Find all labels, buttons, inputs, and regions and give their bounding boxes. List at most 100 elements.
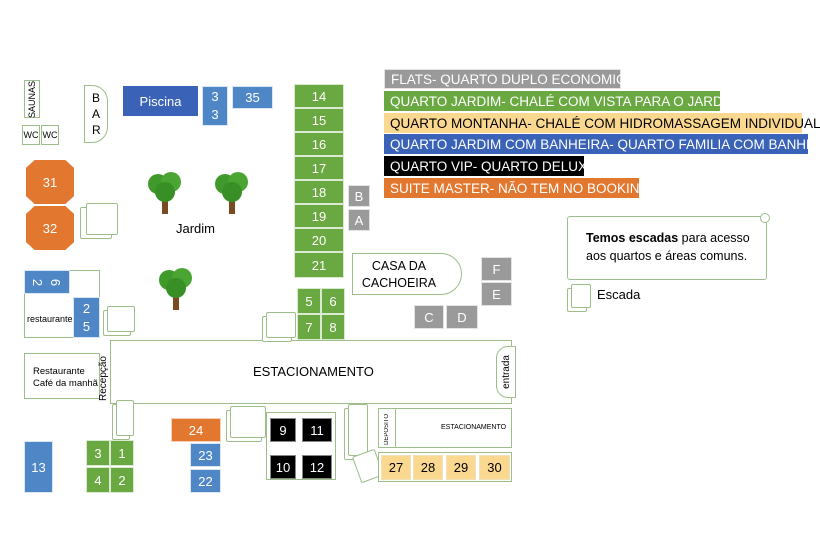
entrada: entrada [496, 346, 516, 398]
room-25-2: 2 [82, 300, 91, 316]
room-7-label: 7 [305, 319, 313, 335]
estacionamento-label: ESTACIONAMENTO [253, 364, 374, 379]
stairs-note-rest: para acesso aos quartos e áreas comuns. [586, 231, 750, 263]
deposito-label: DEPOSITO [384, 413, 390, 445]
piscina: Piscina [123, 86, 198, 116]
room-13-label: 13 [31, 459, 46, 475]
estacionamento-area: ESTACIONAMENTO [110, 340, 512, 404]
room-27: 27 [381, 455, 411, 480]
legend-quarto-montanha: QUARTO MONTANHA- CHALÉ COM HIDROMASSAGEM… [384, 113, 820, 133]
room-28-label: 28 [420, 460, 436, 475]
piscina-label: Piscina [139, 93, 182, 109]
room-19: 19 [294, 204, 344, 228]
room-f: F [481, 257, 512, 281]
legend-quarto-jardim: QUARTO JARDIM- CHALÉ COM VISTA PARA O JA… [384, 91, 738, 111]
legend-quarto-jardim-label: QUARTO JARDIM- CHALÉ COM VISTA PARA O JA… [390, 93, 738, 109]
casa-da-cachoeira: CASA DA CACHOEIRA [352, 253, 462, 295]
room-20-label: 20 [311, 232, 327, 248]
room-26-6: 6 [48, 278, 64, 286]
stairs-icon-back [230, 406, 266, 438]
deposito-divider [395, 409, 396, 447]
room-13: 13 [24, 441, 53, 493]
room-3-label: 3 [94, 445, 102, 461]
room-21-label: 21 [311, 257, 327, 273]
room-35-label: 35 [245, 90, 260, 105]
room-24: 24 [171, 418, 221, 442]
restaurante-cafe: Restaurante Café da manhã [24, 353, 100, 399]
stairs-icon-back [116, 400, 134, 436]
room-23-label: 23 [198, 447, 213, 463]
saunas: SAUNAS [24, 80, 40, 118]
room-31: 31 [26, 160, 74, 204]
room-17-label: 17 [311, 160, 327, 176]
room-f-label: F [492, 261, 501, 277]
room-18-label: 18 [311, 184, 327, 200]
estacionamento-small-label: ESTACIONAMENTO [441, 424, 507, 431]
deposito: DEPOSITO [381, 411, 393, 447]
room-19-label: 19 [311, 208, 327, 224]
legend-quarto-vip-label: QUARTO VIP- QUARTO DELUXE [390, 158, 597, 174]
room-28: 28 [413, 455, 443, 480]
tree-icon [215, 172, 248, 214]
room-17: 17 [294, 156, 344, 180]
stairs-note-bold: Temos escadas [586, 231, 679, 245]
room-32-label: 32 [42, 220, 58, 236]
room-27-label: 27 [388, 460, 404, 475]
stairs-note-text: Temos escadas para acesso aos quartos e … [586, 229, 762, 265]
legend-quarto-jardim-banheira: QUARTO JARDIM COM BANHEIRA- QUARTO FAMIL… [384, 134, 808, 154]
room-26-2: 2 [30, 278, 46, 286]
room-1-label: 1 [118, 445, 126, 461]
room-9: 9 [270, 418, 296, 442]
room-14-label: 14 [311, 88, 327, 104]
legend-quarto-montanha-label: QUARTO MONTANHA- CHALÉ COM HIDROMASSAGEM… [390, 115, 820, 131]
room-c-label: C [424, 309, 434, 325]
room-4: 4 [86, 467, 110, 493]
room-20: 20 [294, 228, 344, 252]
room-16-label: 16 [311, 136, 327, 152]
room-10: 10 [270, 455, 296, 479]
room-15-label: 15 [311, 112, 327, 128]
room-c: C [414, 305, 444, 329]
room-12: 12 [302, 455, 332, 479]
room-6-label: 6 [329, 293, 337, 309]
room-5: 5 [297, 288, 321, 314]
scroll-curl [760, 213, 770, 223]
saunas-label: SAUNAS [27, 80, 37, 118]
room-29-label: 29 [453, 460, 469, 475]
stairs-icon-back [348, 404, 368, 456]
room-18: 18 [294, 180, 344, 204]
deposito-estacionamento-block: DEPOSITO ESTACIONAMENTO [378, 408, 512, 448]
legend-quarto-jardim-banheira-label: QUARTO JARDIM COM BANHEIRA- QUARTO FAMIL… [390, 136, 808, 152]
room-2: 2 [110, 467, 134, 493]
room-4-label: 4 [94, 472, 102, 488]
stairs-icon-back [266, 312, 296, 338]
wc-2: WC [41, 125, 59, 145]
room-b: B [348, 185, 370, 207]
room-22: 22 [190, 469, 221, 493]
room-11-label: 11 [310, 422, 324, 438]
room-29: 29 [446, 455, 476, 480]
room-1: 1 [110, 440, 134, 466]
room-6: 6 [321, 288, 345, 314]
room-8: 8 [321, 314, 345, 340]
room-7: 7 [297, 314, 321, 340]
room-31-label: 31 [42, 174, 58, 190]
room-12-label: 12 [309, 459, 325, 475]
stairs-label: Escada [597, 287, 641, 302]
stairs-note: Temos escadas para acesso aos quartos e … [567, 213, 770, 280]
room-26: 2 6 [24, 270, 70, 294]
room-2-label: 2 [118, 472, 126, 488]
room-a-label: A [354, 212, 364, 228]
room-25-5: 5 [82, 318, 91, 334]
room-11: 11 [302, 418, 332, 442]
bar-label: B A R [92, 91, 101, 137]
stairs-icon-back [86, 203, 118, 235]
room-15: 15 [294, 108, 344, 132]
legend-flats: FLATS- QUARTO DUPLO ECONOMICO [384, 69, 636, 89]
room-22-label: 22 [198, 473, 213, 489]
restaurante-label: restaurante [27, 314, 73, 324]
room-9-label: 9 [279, 422, 287, 438]
room-33-bottom: 3 [211, 107, 219, 122]
wc-1-label: WC [23, 130, 39, 140]
